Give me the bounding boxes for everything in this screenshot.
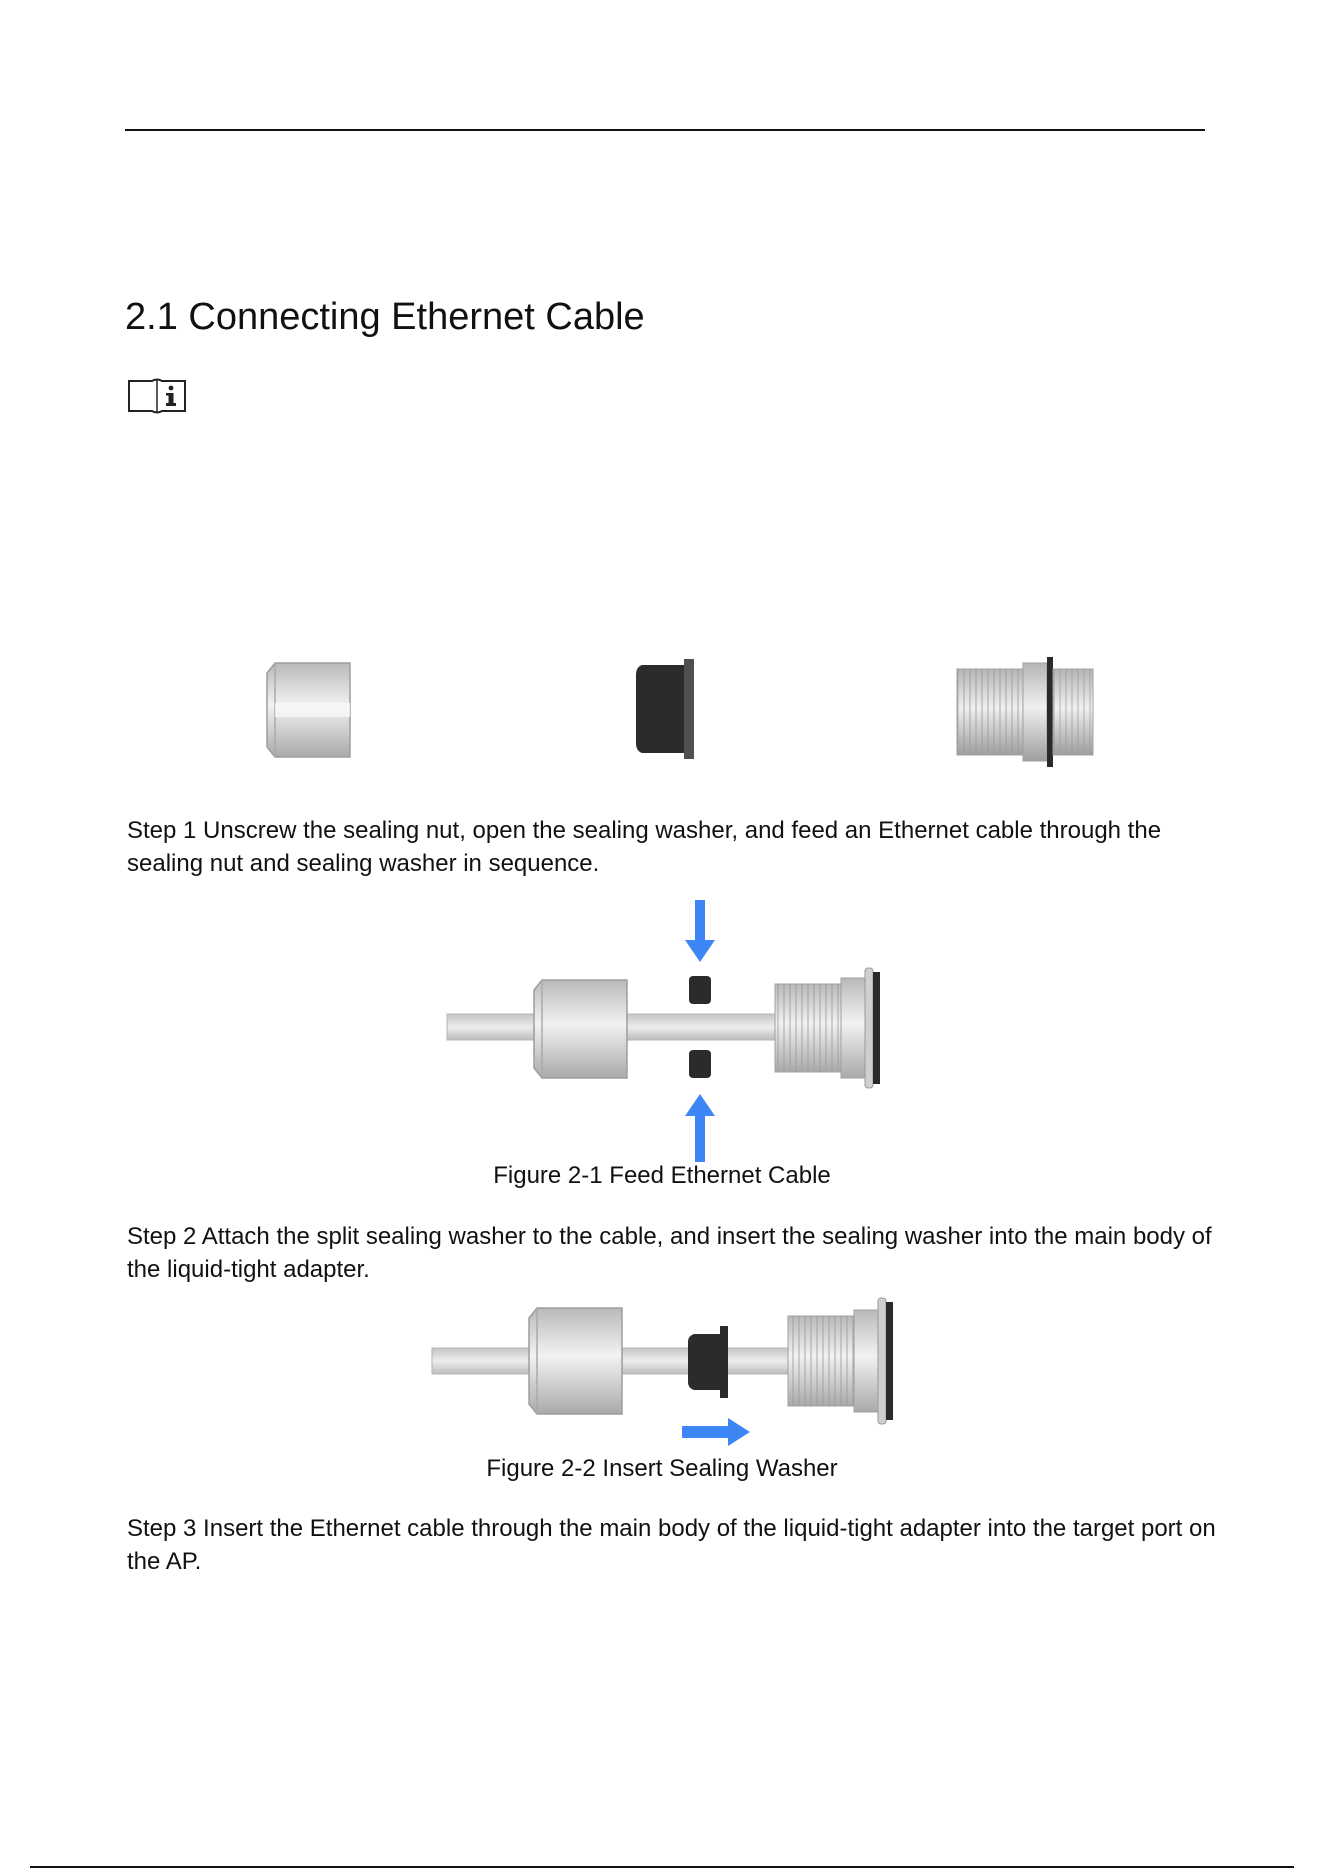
section-heading: 2.1 Connecting Ethernet Cable bbox=[125, 296, 645, 338]
figure-2-2-caption: Figure 2-2 Insert Sealing Washer bbox=[486, 1455, 838, 1482]
figure-feed-cable bbox=[445, 900, 905, 1170]
footer-rule bbox=[30, 1866, 1294, 1868]
header-rule bbox=[125, 129, 1205, 131]
note-book-icon bbox=[127, 375, 187, 415]
step-1-text: Step 1 Unscrew the sealing nut, open the… bbox=[127, 817, 1162, 877]
step-3-text: Step 3 Insert the Ethernet cable through… bbox=[127, 1515, 1216, 1575]
step-2-text: Step 2 Attach the split sealing washer t… bbox=[127, 1223, 1212, 1283]
sealing-washer-icon bbox=[632, 655, 702, 765]
adapter-body-icon bbox=[955, 655, 1095, 770]
figure-2-1-caption: Figure 2-1 Feed Ethernet Cable bbox=[493, 1162, 831, 1189]
sealing-nut-icon bbox=[255, 655, 355, 765]
figure-insert-washer bbox=[430, 1296, 910, 1446]
